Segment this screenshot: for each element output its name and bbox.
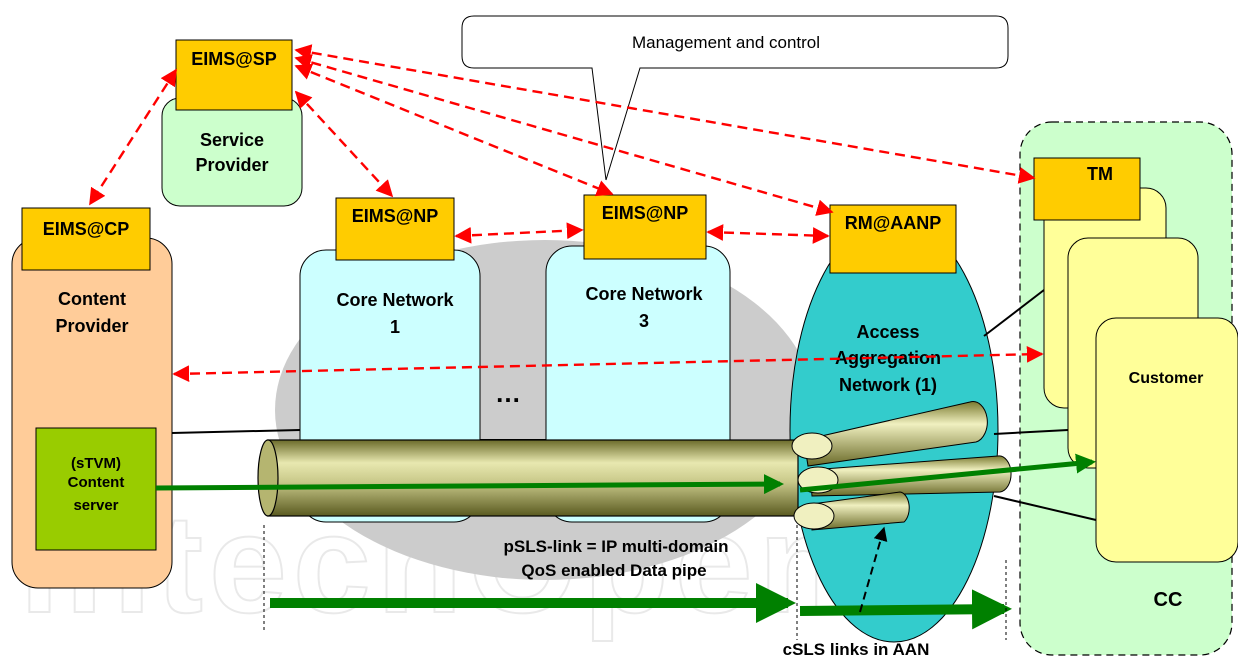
control-arrow-sp-tm [294,44,1036,184]
pipe-caption-2: QoS enabled Data pipe [521,561,706,580]
content-server-label-1: (sTVM) [71,455,121,472]
control-arrow-sp-aan [294,54,834,216]
management-callout-text: Management and control [632,33,820,52]
csls-tube-end-3 [793,502,835,530]
core-network-1-label-1: Core Network [336,290,454,310]
service-provider-label-1: Service [200,130,264,150]
rm-aanp-tag-label: RM@AANP [845,213,942,233]
eims-np-1-tag-label: EIMS@NP [352,206,439,226]
core-network-3-label-1: Core Network [585,284,703,304]
control-arrow-sp-np1 [294,90,394,198]
aan-span-arrow [799,589,1012,630]
tm-tag-label: TM [1087,164,1113,184]
csls-label: cSLS links in AAN [783,640,930,659]
control-arrow-np1-np3 [454,222,584,244]
control-arrow-np3-aan [706,224,830,244]
tm-tag [1033,157,1141,221]
content-provider-label-2: Provider [55,316,128,336]
aan-label-1: Access [856,322,919,342]
control-arrow-cp-customer [172,345,1044,383]
aan-customer-connector-3 [993,495,1097,521]
csls-tube-1 [803,401,988,467]
eims-np-3-tag-label: EIMS@NP [602,203,689,223]
cp-core-connector [171,429,301,434]
content-server-label-3: server [73,497,118,514]
csls-tube-3 [811,491,910,531]
service-provider-label-2: Provider [195,155,268,175]
content-server-label-2: Content [68,474,125,491]
eims-sp-tag-label: EIMS@SP [191,49,277,69]
data-pipe [267,439,799,517]
eims-cp-tag [21,207,151,271]
service-provider-box [161,97,303,207]
customer-label: Customer [1129,370,1204,387]
aan-customer-connector-1 [983,289,1045,337]
rm-aanp-tag [829,204,957,274]
csls-tube-end-1 [791,432,833,460]
pipe-caption-1: pSLS-link = IP multi-domain [504,537,729,556]
data-pipe-end [257,439,279,517]
csls-pointer-arrow [859,526,888,613]
customer-card-front [1095,317,1238,563]
control-arrow-sp-np3 [294,63,614,197]
core-network-1-label-2: 1 [390,317,400,337]
more-networks-ellipsis: … [495,378,521,408]
aan-customer-connector-2 [993,429,1069,435]
eims-cp-tag-label: EIMS@CP [43,219,130,239]
core-network-3-label-2: 3 [639,311,649,331]
content-provider-label-1: Content [58,289,126,309]
aan-label-3: Network (1) [839,375,937,395]
cc-label: CC [1154,589,1183,611]
data-flow-arrow-pipe [155,474,784,495]
content-server-box [35,427,157,551]
control-arrow-sp-cp [88,68,178,206]
data-flow-arrow-customer [799,453,1096,493]
control-arrows [88,44,1044,383]
